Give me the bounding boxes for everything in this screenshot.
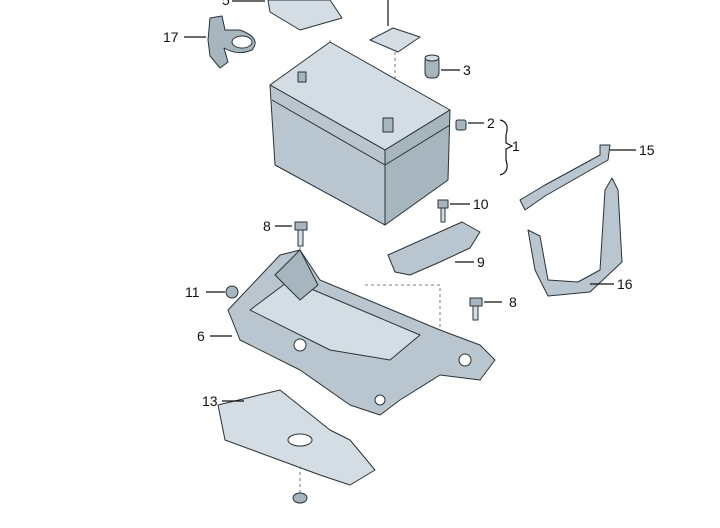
- part-15-hold-down-bracket: [519, 144, 636, 211]
- callout-16: 16: [617, 276, 633, 292]
- part-3-cap: [424, 54, 460, 79]
- callout-3: 3: [463, 62, 471, 78]
- part-8-bolt-lower: [469, 297, 502, 321]
- part-1-battery: [269, 41, 451, 226]
- part-11-nut: [206, 285, 239, 299]
- part-6-battery-tray: [210, 249, 496, 416]
- callout-2: 2: [487, 115, 495, 131]
- callout-8-lower: 8: [509, 294, 517, 310]
- part-8-bolt-upper: [275, 221, 308, 247]
- part-17-terminal-clamp: [207, 15, 256, 69]
- part-2-screw: [455, 119, 484, 131]
- part-5-terminal-cover: [232, 0, 343, 31]
- callout-17: 17: [163, 29, 179, 45]
- part-16-support-bracket: [527, 177, 623, 297]
- callout-6: 6: [197, 328, 205, 344]
- assembly-line: [365, 284, 441, 330]
- callout-13: 13: [202, 393, 218, 409]
- part-13-insulation-mat: [217, 389, 376, 486]
- callout-10: 10: [473, 196, 489, 212]
- callout-8-upper: 8: [263, 218, 271, 234]
- callout-5: 5: [222, 0, 230, 8]
- part-9-clamp-plate: [387, 221, 481, 276]
- bracket-1: [499, 119, 514, 176]
- callout-9: 9: [477, 254, 485, 270]
- callout-15: 15: [639, 142, 655, 158]
- part-10-bolt: [437, 199, 470, 223]
- callout-11: 11: [185, 284, 200, 300]
- part-grommet: [292, 492, 308, 504]
- part-cover-flap: [369, 0, 421, 53]
- callout-1: 1: [512, 138, 520, 154]
